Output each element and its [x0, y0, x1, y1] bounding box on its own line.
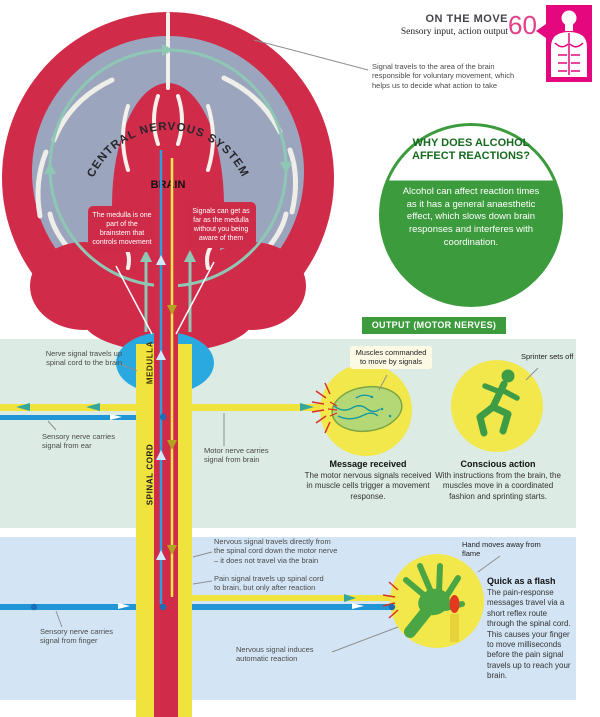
brain-core: [112, 83, 224, 327]
sprinter-circle: [451, 360, 543, 452]
hand-circle: [390, 554, 484, 648]
section-subtitle: Sensory input, action output: [400, 27, 508, 37]
note-automatic: Nervous signal induces automatic reactio…: [236, 645, 314, 664]
note-finger: Sensory nerve carries signal from finger: [40, 627, 113, 646]
callout-leaders: [115, 261, 215, 335]
junction-dots: [30, 413, 396, 611]
caption-conscious-action-body: With instructions from the brain, the mu…: [435, 471, 561, 501]
medulla-label: MEDULLA: [145, 340, 155, 385]
chapter-icon: [546, 5, 592, 82]
brainstem-core: [154, 232, 178, 717]
hand-icon: [403, 563, 465, 642]
pain-bursts: [311, 382, 399, 619]
output-section-header: OUTPUT (MOTOR NERVES): [362, 317, 506, 334]
muscle-circle: [320, 364, 412, 456]
label-muscles-commanded: Muscles commanded to move by signals: [350, 346, 432, 369]
caption-flash-body: The pain-response messages travel via a …: [487, 588, 571, 681]
nerve-loop-arrows: [44, 44, 292, 174]
label-hand-away: Hand moves away from flame: [462, 540, 541, 559]
muscle-cells-icon: [327, 385, 403, 433]
caption-flash-title: Quick as a flash: [487, 576, 556, 586]
sprinter-icon: [476, 369, 520, 437]
alcohol-bubble: WHY DOES ALCOHOL AFFECT REACTIONS? Alcoh…: [379, 123, 563, 307]
note-up-spinal: Nerve signal travels up spinal cord to t…: [45, 349, 122, 368]
descending-arrows: [167, 305, 177, 555]
motor-arrows: [16, 403, 356, 602]
note-motor-from-brain: Motor nerve carries signal from brain: [204, 446, 269, 465]
bookmark-arrow-icon: [536, 24, 546, 38]
caption-message-received-title: Message received: [329, 459, 407, 469]
section-kicker: ON THE MOVE: [425, 13, 508, 25]
alcohol-bubble-body: Alcohol can affect reaction times as it …: [402, 186, 540, 248]
caption-message-received-body: The motor nervous signals received in mu…: [304, 471, 432, 501]
candle-flame-icon: [450, 614, 459, 642]
note-pain-after: Pain signal travels up spinal cord to br…: [214, 574, 324, 593]
callout-awareness: Signals can get as far as the medulla wi…: [186, 202, 256, 249]
sensory-arrows: [110, 414, 364, 609]
note-voluntary: Signal travels to the area of the brain …: [372, 62, 515, 90]
label-sprinter: Sprinter sets off: [521, 352, 574, 361]
spinal-cord-label: SPINAL CORD: [145, 443, 155, 506]
callout-medulla: The medulla is one part of the brainstem…: [88, 206, 156, 253]
human-figure-icon: [551, 10, 587, 77]
caption-conscious-action-title: Conscious action: [460, 459, 536, 469]
note-ear: Sensory nerve carries signal from ear: [42, 432, 115, 451]
ascending-arrows: [156, 255, 166, 560]
loop-cord-links: [144, 258, 192, 332]
note-direct-reflex: Nervous signal travels directly from the…: [214, 537, 338, 565]
alcohol-bubble-title: WHY DOES ALCOHOL AFFECT REACTIONS?: [412, 137, 530, 163]
brain-label: BRAIN: [151, 179, 186, 191]
